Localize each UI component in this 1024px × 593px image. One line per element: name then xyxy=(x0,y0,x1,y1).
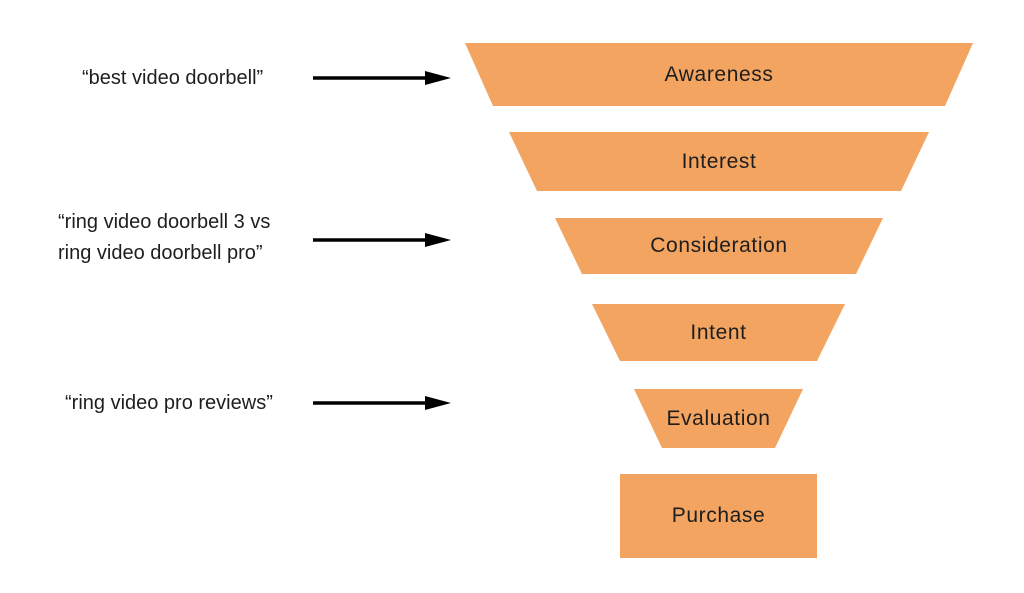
funnel-stage-label: Consideration xyxy=(650,234,788,257)
search-query-evaluation: “ring video pro reviews” xyxy=(65,388,273,419)
search-query-text: “best video doorbell” xyxy=(82,67,264,89)
search-query-text-line2: ring video doorbell pro” xyxy=(58,242,263,264)
arrow-right-icon xyxy=(313,233,451,247)
funnel-stage-intent: Intent xyxy=(592,304,845,361)
funnel-stage-label: Evaluation xyxy=(666,406,771,430)
funnel-stage-label: Intent xyxy=(690,320,747,344)
search-query-text-line1: “ring video doorbell 3 vs xyxy=(58,211,271,233)
search-query-consideration: “ring video doorbell 3 vs ring video doo… xyxy=(58,207,270,269)
arrow-right-icon xyxy=(313,396,451,410)
search-query-awareness: “best video doorbell” xyxy=(82,63,263,94)
funnel-stage-interest: Interest xyxy=(509,132,929,191)
search-query-text: “ring video pro reviews” xyxy=(65,392,273,414)
funnel-stage-awareness: Awareness xyxy=(465,43,973,106)
funnel-stage-label: Awareness xyxy=(664,62,774,86)
funnel-stage-consideration: Consideration xyxy=(555,218,883,274)
funnel-stage-purchase: Purchase xyxy=(620,474,817,558)
arrow-right-icon xyxy=(313,71,451,85)
funnel-stage-evaluation: Evaluation xyxy=(634,389,803,448)
funnel-stage-label: Interest xyxy=(681,149,757,173)
funnel-stage-label: Purchase xyxy=(671,504,766,527)
